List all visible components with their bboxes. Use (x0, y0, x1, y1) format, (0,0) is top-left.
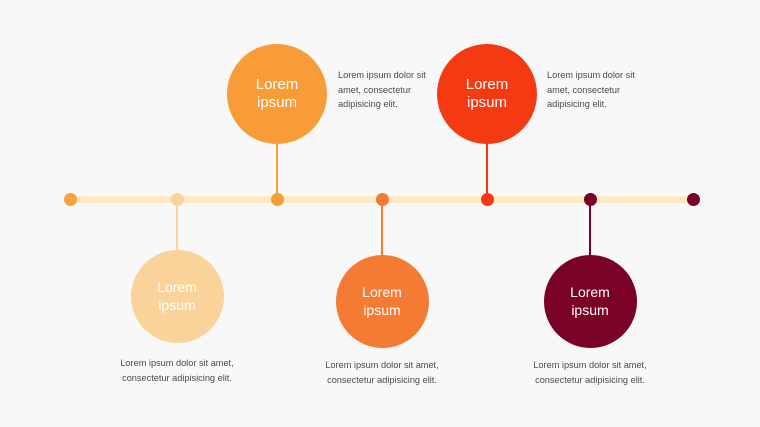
timeline-end-dot (686, 193, 700, 206)
step-1-connector (176, 199, 178, 251)
timeline-start-dot (63, 193, 77, 206)
step-2-connector (276, 144, 278, 200)
step-5-dot (583, 193, 597, 206)
step-5-description: Lorem ipsum dolor sit amet, consectetur … (533, 360, 647, 385)
step-4-dot (480, 193, 494, 206)
step-3-description: Lorem ipsum dolor sit amet, consectetur … (325, 360, 439, 385)
step-4-description: Lorem ipsum dolor sit amet, consectetur … (547, 70, 635, 110)
step-1-dot (170, 193, 184, 206)
step-2-description: Lorem ipsum dolor sit amet, consectetur … (338, 70, 426, 110)
step-3-connector (381, 199, 383, 256)
step-4-connector (486, 144, 488, 200)
step-2-dot (270, 193, 284, 206)
step-3-dot (375, 193, 389, 206)
step-1-description: Lorem ipsum dolor sit amet, consectetur … (120, 358, 234, 383)
step-5-connector (589, 199, 591, 256)
